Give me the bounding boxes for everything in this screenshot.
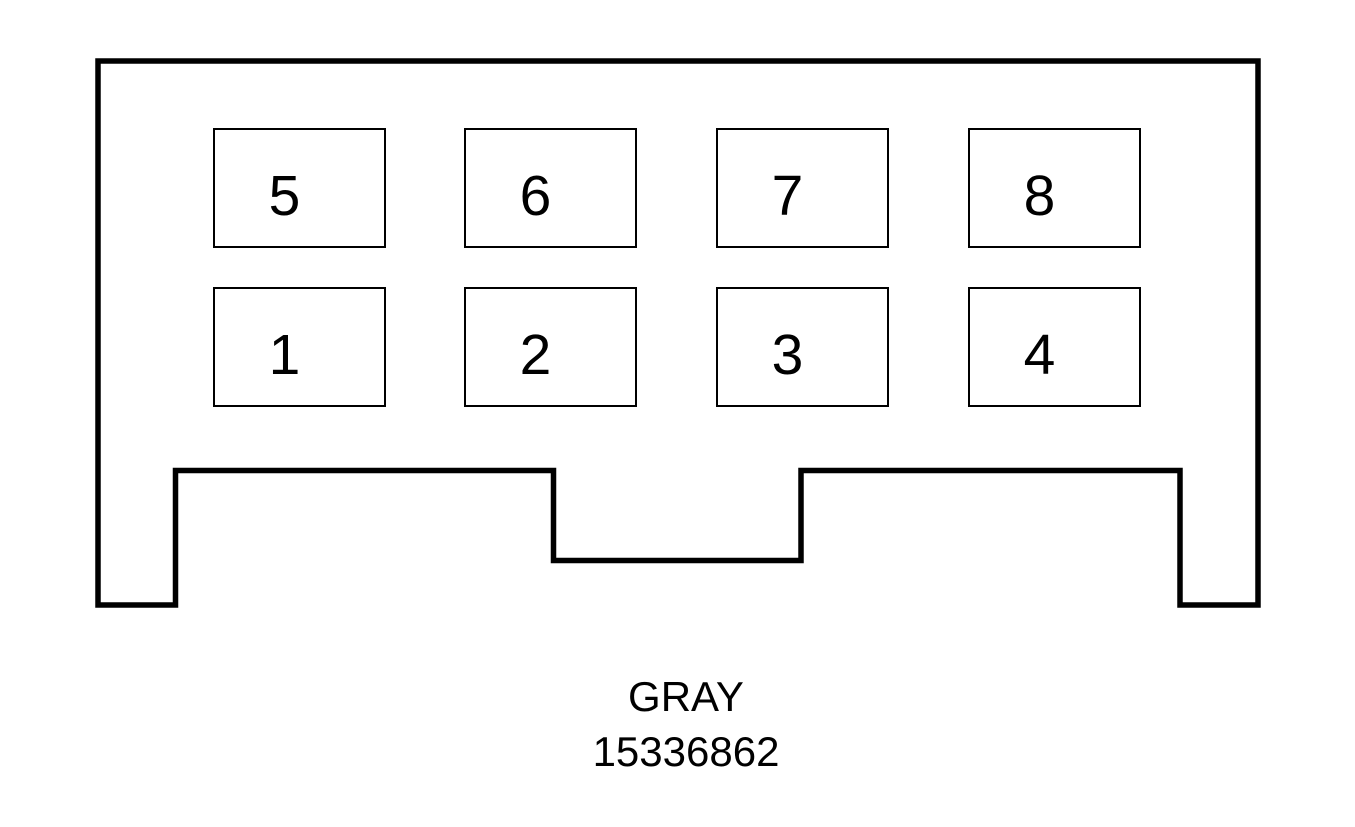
pin-number-label: 2 [519, 322, 552, 387]
pin-cavity-2: 2 [464, 287, 637, 407]
connector-shell-path [95, 58, 1261, 608]
connector-part-number: 15336862 [592, 728, 780, 775]
pin-cavity-7: 7 [716, 128, 889, 248]
pin-cavity-5: 5 [213, 128, 386, 248]
pin-number-label: 5 [268, 163, 301, 228]
pin-number-label: 8 [1023, 163, 1056, 228]
pin-cavity-8: 8 [968, 128, 1141, 248]
pin-number-label: 1 [268, 322, 301, 387]
pin-number-label: 7 [771, 163, 804, 228]
pin-number-label: 6 [519, 163, 552, 228]
pin-cavity-6: 6 [464, 128, 637, 248]
pin-number-label: 3 [771, 322, 804, 387]
pin-cavity-4: 4 [968, 287, 1141, 407]
connector-color-label: GRAY [628, 673, 744, 720]
pin-number-label: 4 [1023, 322, 1056, 387]
pin-cavity-3: 3 [716, 287, 889, 407]
pin-cavity-1: 1 [213, 287, 386, 407]
